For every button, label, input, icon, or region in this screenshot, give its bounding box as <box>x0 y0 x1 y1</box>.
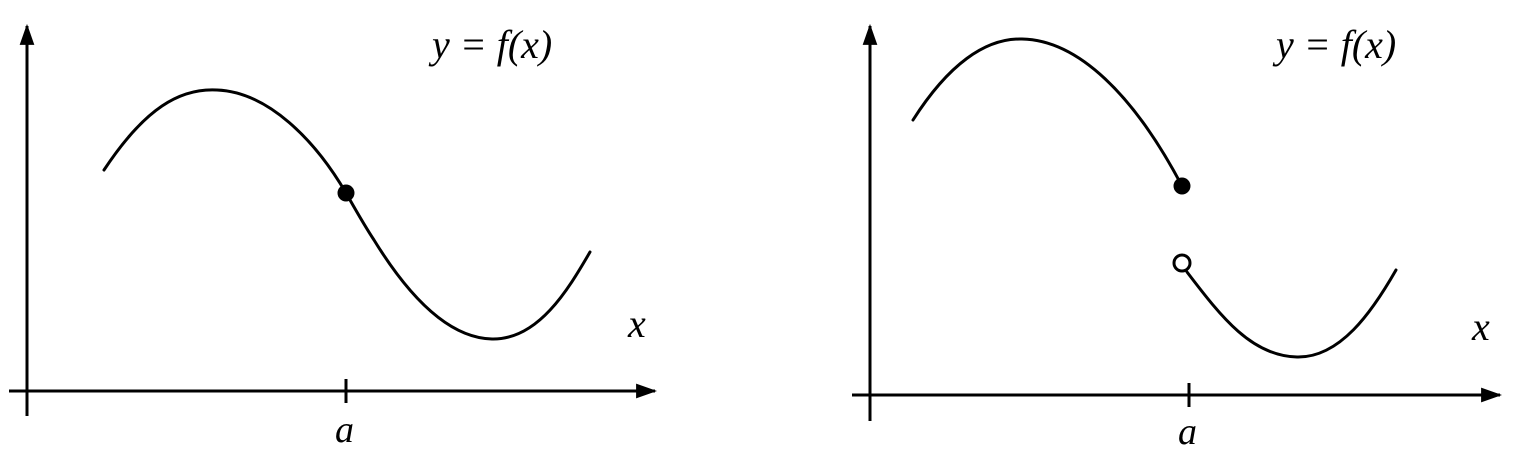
tick-label-a: a <box>1178 411 1197 453</box>
function-label: y = f(x) <box>428 22 552 67</box>
x-axis-label: x <box>627 301 646 346</box>
open-point <box>1172 253 1192 273</box>
right-branch-curve <box>1185 268 1398 359</box>
filled-point <box>337 184 355 202</box>
x-axis-label: x <box>1471 304 1490 349</box>
panel-discontinuous: y = f(x) x a <box>852 22 1503 453</box>
left-branch-curve <box>911 37 1184 188</box>
tick-label-a: a <box>335 409 354 451</box>
filled-point <box>1173 177 1191 195</box>
panel-continuous: y = f(x) x a <box>9 22 658 451</box>
function-label: y = f(x) <box>1272 22 1396 67</box>
function-curve <box>102 88 592 341</box>
